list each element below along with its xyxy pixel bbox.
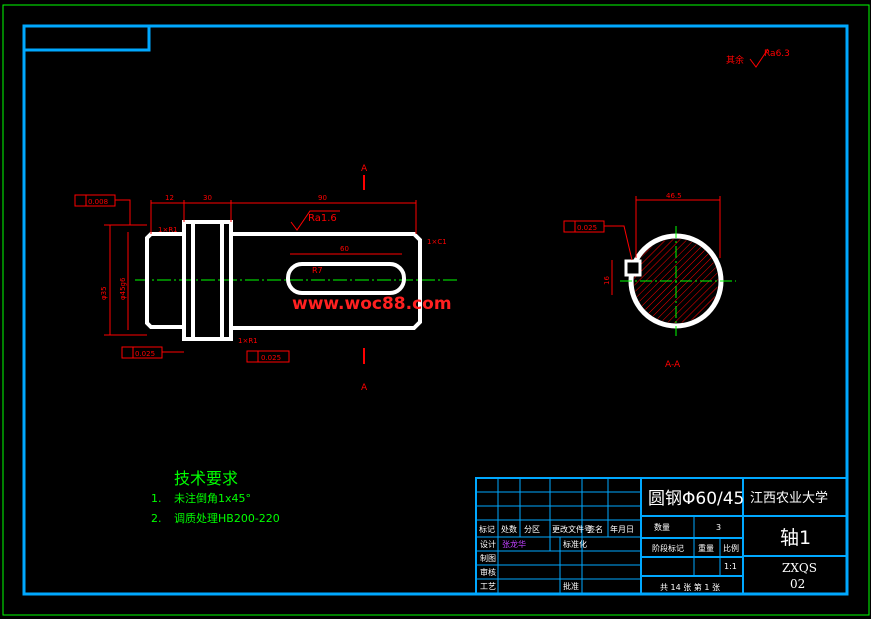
tb-process-label: 工艺 (480, 582, 496, 591)
shaft-main-view (145, 220, 422, 341)
title-block (475, 477, 848, 595)
section-width-dim: 46.5 (666, 192, 682, 200)
watermark: www.woc88.com (292, 294, 452, 314)
svg-text:0.025: 0.025 (261, 354, 281, 362)
section-view-label: A-A (665, 360, 681, 370)
tb-material: 圆钢Φ60/45 (648, 489, 744, 509)
tb-designer-name: 张龙华 (502, 539, 526, 549)
tb-scale-value: 1:1 (724, 562, 737, 571)
dim-chamfer-bottom: 1×R1 (238, 337, 258, 345)
main-dimensions (104, 200, 417, 336)
dim-90: 90 (318, 194, 327, 202)
tech-item-1-text: 未注倒角1x45° (174, 491, 251, 505)
tech-item-2-text: 调质处理HB200-220 (174, 512, 280, 525)
tb-header-5: 年月日 (610, 524, 634, 534)
tb-review-label: 审核 (480, 567, 496, 577)
tb-drafting-label: 制图 (480, 553, 496, 563)
outer-frame (2, 4, 870, 616)
tb-drawing-no-1: ZXQS (782, 561, 817, 575)
dim-12: 12 (165, 194, 174, 202)
section-view: 46.5 16 0.025 A-A (563, 192, 736, 370)
tolerance-box-top: 0.008 (74, 194, 131, 225)
dim-dia-left: φ35 (100, 286, 108, 300)
roughness-note-value: Ra6.3 (764, 49, 790, 59)
dim-chamfer-right: 1×C1 (427, 238, 447, 246)
tech-title: 技术要求 (174, 469, 238, 488)
svg-text:0.025: 0.025 (135, 350, 155, 358)
tb-approve-label: 批准 (563, 581, 579, 591)
roughness-keyway-symbol (290, 210, 340, 231)
tb-scale-label: 比例 (723, 543, 739, 553)
tech-item-2-num: 2. (151, 512, 162, 525)
dim-60: 60 (340, 245, 349, 253)
tb-header-1: 处数 (501, 524, 517, 534)
tb-header-2: 分区 (524, 525, 540, 534)
section-marker-top: A (361, 164, 368, 174)
tb-sheets: 共 14 张 第 1 张 (660, 582, 720, 592)
tb-header-4: 签名 (587, 524, 603, 534)
tolerance-box-left: 0.025 (121, 346, 184, 359)
general-roughness-note: 其余 Ra6.3 (726, 48, 790, 68)
tech-item-1-num: 1. (151, 492, 162, 505)
section-keyway (624, 259, 642, 277)
tb-quantity-value: 3 (716, 523, 721, 532)
tolerance-box-bottom: 0.025 (246, 350, 290, 363)
dim-chamfer-left: 1×R1 (158, 226, 178, 234)
svg-text:0.008: 0.008 (88, 198, 108, 206)
section-marker-bottom: A (361, 383, 368, 393)
tb-part-name: 轴1 (780, 527, 811, 549)
tb-school: 江西农业大学 (750, 490, 828, 506)
dim-dia-fit: φ45g6 (119, 277, 127, 300)
tb-stage-label: 阶段标记 (652, 543, 684, 553)
tb-quantity-label: 数量 (654, 522, 670, 532)
tb-designer-label: 设计 (480, 539, 496, 549)
tb-standardize-label: 标准化 (563, 539, 587, 549)
keyway-slot (286, 262, 406, 295)
inner-frame (22, 24, 849, 596)
tb-drawing-no-2: 02 (790, 577, 805, 591)
svg-text:0.025: 0.025 (577, 224, 597, 232)
tb-weight-label: 重量 (698, 543, 714, 553)
shaft-right-segment (231, 232, 422, 330)
tb-header-3: 更改文件号 (552, 524, 592, 534)
section-keyway-dim: 16 (603, 276, 611, 285)
dim-30: 30 (203, 194, 212, 202)
tech-requirements: 技术要求 1. 未注倒角1x45° 2. 调质处理HB200-220 (151, 469, 280, 525)
roughness-keyway-text: Ra1.6 (308, 213, 337, 224)
roughness-note-label: 其余 (726, 54, 744, 66)
tb-header-0: 标记 (479, 524, 495, 534)
shaft-collar (182, 220, 233, 341)
dim-r7: R7 (312, 266, 323, 275)
corner-code-box (22, 24, 151, 52)
roughness-symbol (749, 48, 769, 68)
